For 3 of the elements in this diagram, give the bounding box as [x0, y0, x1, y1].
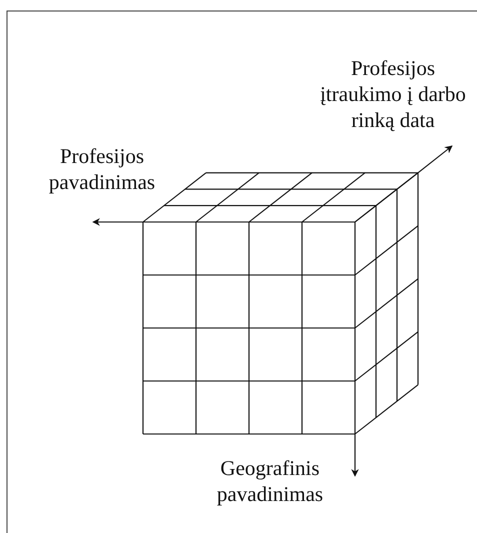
axis-label: Profesijos pavadinimas	[48, 143, 156, 195]
axis-label: Profesijos įtraukimo į darbo rinką data	[319, 55, 467, 133]
axis-label: Geografinis pavadinimas	[216, 455, 324, 507]
